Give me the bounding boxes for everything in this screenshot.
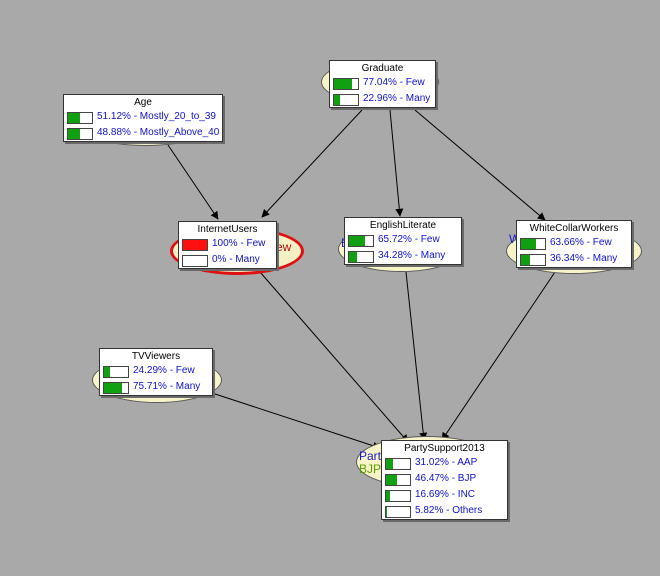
probability-bar: [103, 382, 129, 394]
state-row: 77.04% - Few: [330, 75, 435, 91]
state-row: 75.71% - Many: [100, 379, 212, 395]
node-graduate[interactable]: Graduate 77.04% - Few 22.96% - Many: [329, 60, 436, 108]
probability-fill: [521, 255, 530, 265]
state-label: 51.12% - Mostly_20_to_39: [97, 111, 216, 122]
state-row: 46.47% - BJP: [382, 471, 507, 487]
probability-fill: [386, 507, 388, 517]
probability-bar: [103, 366, 129, 378]
probability-bar: [520, 254, 546, 266]
probability-bar: [348, 235, 374, 247]
state-label: 5.82% - Others: [415, 505, 483, 516]
state-label: 46.47% - BJP: [415, 473, 477, 484]
probability-fill: [386, 459, 394, 469]
node-whitecollarworkers[interactable]: WhiteCollarWorkers 63.66% - Few 36.34% -…: [516, 220, 632, 268]
probability-fill: [349, 236, 365, 246]
node-title: EnglishLiterate: [369, 220, 437, 231]
probability-fill: [386, 491, 390, 501]
state-label: 65.72% - Few: [378, 234, 440, 245]
state-row: 22.96% - Many: [330, 91, 435, 107]
edge-graduate-internetusers: [261, 109, 363, 218]
internetusers-ghost-label: ew: [276, 240, 292, 254]
probability-bar: [348, 251, 374, 263]
state-row: 51.12% - Mostly_20_to_39: [64, 109, 222, 125]
state-label: 100% - Few: [212, 238, 266, 249]
probability-bar: [67, 112, 93, 124]
node-title: Graduate: [361, 63, 404, 74]
node-englishliterate[interactable]: EnglishLiterate 65.72% - Few 34.28% - Ma…: [344, 217, 462, 265]
probability-bar: [182, 239, 208, 251]
probability-bar: [67, 128, 93, 140]
partysupport-ghost-label-2: BJP: [359, 462, 382, 476]
probability-fill: [521, 239, 537, 249]
node-internetusers[interactable]: InternetUsers 100% - Few 0% - Many: [178, 221, 277, 269]
state-label: 63.66% - Few: [550, 237, 612, 248]
probability-fill: [334, 95, 340, 105]
state-row: 100% - Few: [179, 236, 276, 252]
edge-graduate-whitecollarworkers: [414, 109, 546, 221]
probability-bar: [333, 78, 359, 90]
state-label: 0% - Many: [212, 254, 260, 265]
probability-fill: [68, 113, 81, 123]
whitecollar-ghost-label: W: [509, 232, 521, 246]
node-title: TVViewers: [131, 351, 181, 362]
state-label: 34.28% - Many: [378, 250, 446, 261]
probability-bar: [333, 94, 359, 106]
state-row: 34.28% - Many: [345, 248, 461, 264]
probability-fill: [104, 367, 110, 377]
edge-age-internetusers: [167, 144, 219, 220]
node-partysupport2013[interactable]: PartySupport2013 31.02% - AAP 46.47% - B…: [381, 440, 508, 520]
probability-fill: [334, 79, 353, 89]
state-label: 75.71% - Many: [133, 381, 201, 392]
state-label: 22.96% - Many: [363, 93, 431, 104]
node-title: InternetUsers: [197, 224, 258, 235]
probability-bar: [385, 490, 411, 502]
edge-tvviewers-partysupport: [211, 392, 381, 450]
probability-fill: [68, 129, 80, 139]
edge-englishliterate-partysupport: [405, 271, 428, 441]
state-row: 48.88% - Mostly_Above_40: [64, 125, 222, 141]
state-label: 48.88% - Mostly_Above_40: [97, 127, 220, 138]
edge-whitecollar-partysupport: [441, 271, 556, 441]
partysupport-ghost-label-1: Part: [359, 449, 382, 463]
probability-fill: [349, 252, 358, 262]
state-row: 5.82% - Others: [382, 503, 507, 519]
node-title: WhiteCollarWorkers: [529, 223, 619, 234]
state-label: 36.34% - Many: [550, 253, 618, 264]
probability-bar: [385, 458, 411, 470]
probability-bar: [385, 474, 411, 486]
probability-bar: [520, 238, 546, 250]
state-row: 36.34% - Many: [517, 251, 631, 267]
node-title: PartySupport2013: [404, 443, 485, 454]
probability-bar: [182, 255, 208, 267]
probability-fill: [386, 475, 398, 485]
state-row: 65.72% - Few: [345, 232, 461, 248]
state-row: 0% - Many: [179, 252, 276, 268]
state-row: 31.02% - AAP: [382, 455, 507, 471]
node-age[interactable]: Age 51.12% - Mostly_20_to_39 48.88% - Mo…: [63, 94, 223, 142]
state-row: 24.29% - Few: [100, 363, 212, 379]
state-label: 24.29% - Few: [133, 365, 195, 376]
state-row: 16.69% - INC: [382, 487, 507, 503]
probability-bar: [385, 506, 411, 518]
state-label: 16.69% - INC: [415, 489, 476, 500]
state-label: 31.02% - AAP: [415, 457, 478, 468]
node-title: Age: [134, 97, 152, 108]
state-label: 77.04% - Few: [363, 77, 425, 88]
state-row: 63.66% - Few: [517, 235, 631, 251]
edge-graduate-englishliterate: [389, 109, 404, 217]
edge-internetusers-partysupport: [259, 271, 409, 443]
node-tvviewers[interactable]: TVViewers 24.29% - Few 75.71% - Many: [99, 348, 213, 396]
probability-fill: [104, 383, 123, 393]
probability-fill: [183, 240, 207, 250]
